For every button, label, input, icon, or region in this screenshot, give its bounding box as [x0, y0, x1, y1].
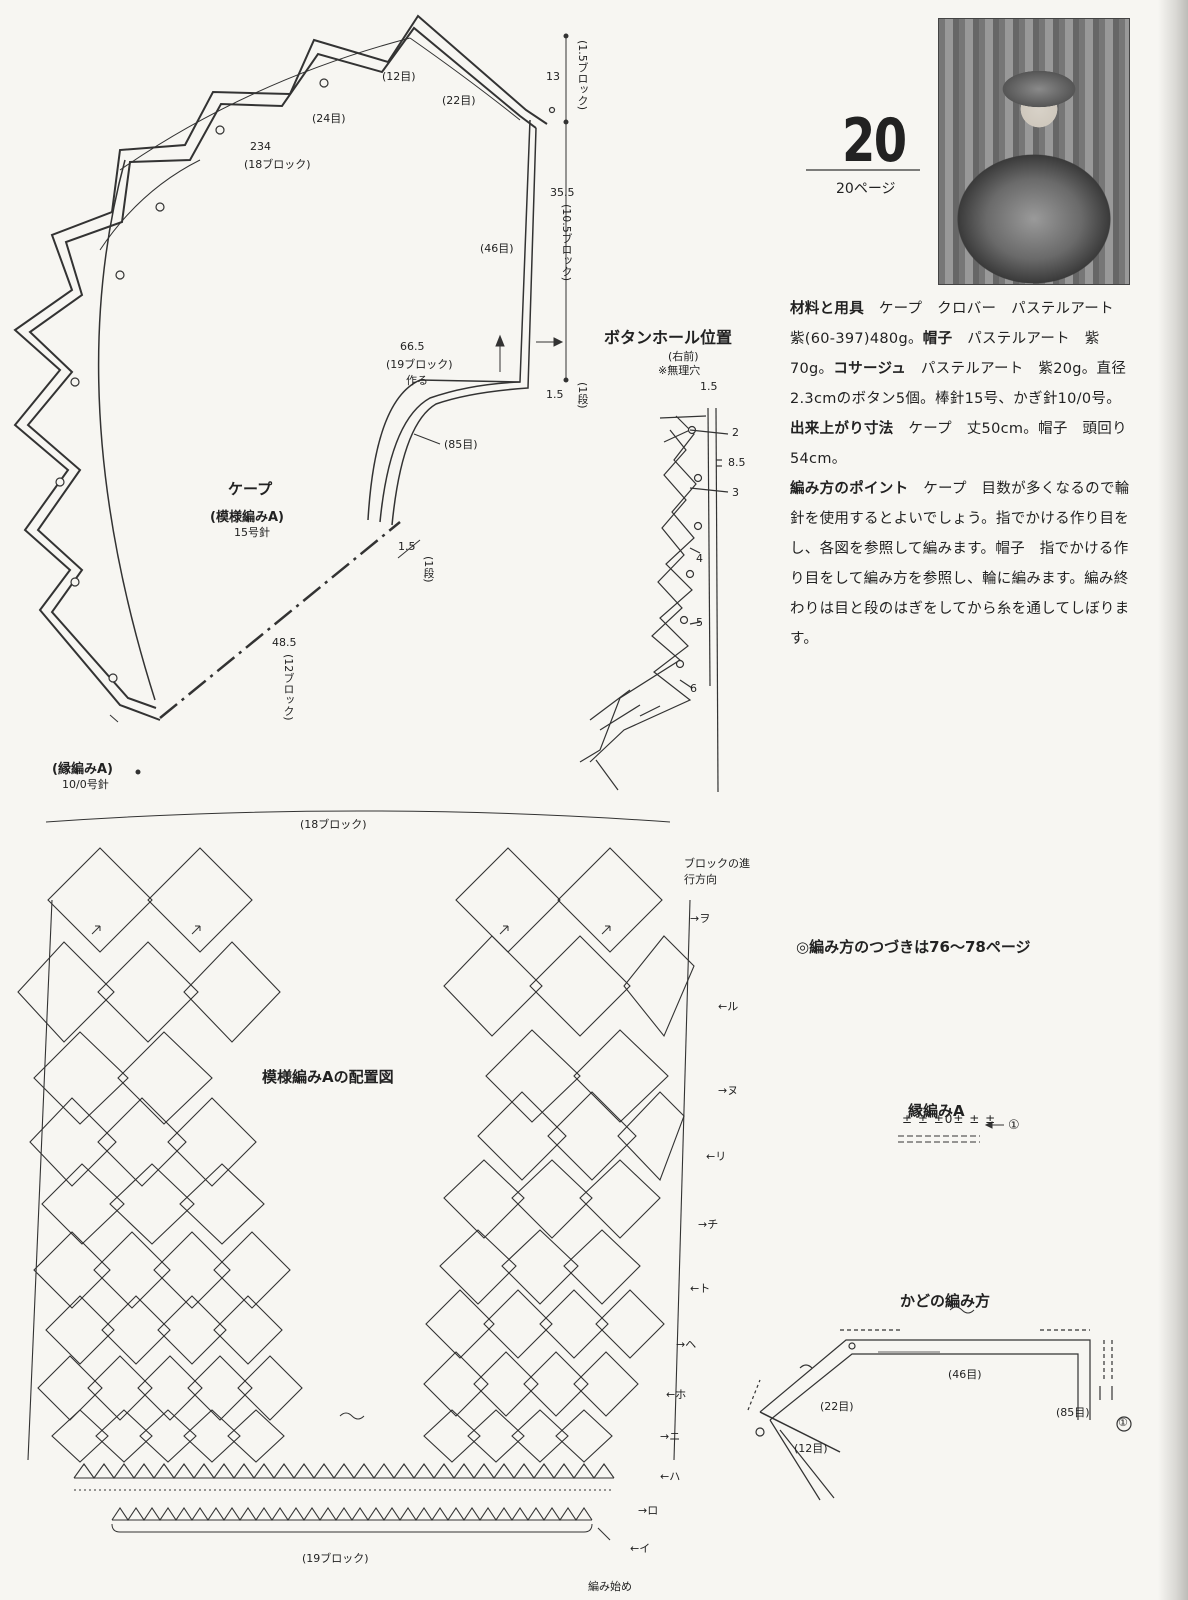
cape-dim-46: (46目) — [480, 242, 514, 255]
corner-dim-85: (85目) — [1056, 1406, 1090, 1419]
corner-circled: ① — [1118, 1416, 1128, 1429]
cape-outline — [13, 14, 548, 721]
corner-dim-12: (12目) — [794, 1442, 828, 1455]
buttonhole-number-2: 2 — [732, 426, 739, 439]
buttonhole-diagram — [579, 407, 729, 793]
layout-row-ha: ←ハ — [660, 1470, 681, 1483]
instructions-text: 材料と用具 ケープ クロバー パステルアート 紫(60-397)480g。帽子 … — [790, 294, 1130, 654]
cape-dim-234-blocks: (18ブロック) — [244, 158, 311, 171]
materials-text: ケープ クロバー パステルアート 紫(60-397)480g。 — [790, 301, 1129, 347]
cape-dim-665-note: 作る — [406, 374, 428, 387]
cape-dim-13: 13 — [546, 70, 560, 83]
cape-dim-13-blocks: (1.5ブロック) — [576, 40, 589, 111]
buttonhole-number-3: 3 — [732, 486, 739, 499]
cape-dim-15-a-rows: (1段) — [576, 382, 589, 409]
edging-a-stitches: ± ± ±0± ± ± — [902, 1112, 997, 1126]
size-heading: 出来上がり寸法 — [790, 421, 894, 437]
cape-dim-485-blocks: (12ブロック) — [282, 654, 295, 721]
points-heading: 編み方のポイント — [790, 481, 909, 497]
points-text: ケープ 目数が多くなるので輪針を使用するとよいでしょう。指でかける作り目をし、各… — [790, 481, 1130, 647]
cape-dim-15-a: 1.5 — [546, 388, 564, 401]
layout-row-to: ←ト — [690, 1282, 711, 1295]
corner-title: かどの編み方 — [900, 1292, 991, 1310]
layout-row-nu: →ヌ — [718, 1084, 739, 1097]
edging-a-circled: ① — [1008, 1118, 1020, 1133]
corner-diagram — [747, 1306, 1132, 1501]
buttonhole-side: (右前) — [668, 350, 699, 363]
page-reference: 20ページ — [836, 181, 896, 197]
cape-dim-485: 48.5 — [272, 636, 297, 649]
edging-a-title: 縁編みA — [908, 1102, 965, 1120]
cape-dots — [55, 78, 556, 683]
cape-dim-355-blocks: (10.5ブロック) — [560, 204, 573, 282]
layout-row-ri: ←リ — [706, 1150, 727, 1163]
size-text: ケープ 丈50cm。帽子 頭回り54cm。 — [790, 421, 1127, 467]
corsage-text: パステルアート 紫20g。直径2.3cmのボタン5個。棒針15号、かぎ針10/0… — [790, 361, 1127, 407]
materials-paragraph: 材料と用具 ケープ クロバー パステルアート 紫(60-397)480g。帽子 … — [790, 294, 1130, 414]
edging-label: (縁編みA) — [52, 762, 113, 777]
layout-start-label: 編み始め — [588, 1580, 632, 1593]
buttonhole-note: ※無理穴 — [658, 364, 701, 377]
layout-bottom-blocks: (19ブロック) — [302, 1552, 369, 1565]
hat-text: パステルアート 紫70g。 — [790, 331, 1100, 377]
corner-dim-22: (22目) — [820, 1400, 854, 1413]
corsage-heading: コサージュ — [833, 361, 907, 377]
layout-row-i: ←イ — [630, 1542, 651, 1555]
layout-direction-label: ブロックの進行方向 — [684, 857, 750, 886]
layout-row-ru: ←ル — [718, 1000, 739, 1013]
cape-dim-665-blocks: (19ブロック) — [386, 358, 453, 371]
model-photo — [938, 18, 1130, 285]
materials-heading: 材料と用具 — [790, 301, 864, 317]
layout-row-ni: →ニ — [660, 1430, 681, 1443]
cape-dim-665: 66.5 — [400, 340, 425, 353]
buttonhole-title: ボタンホール位置 — [604, 328, 733, 347]
buttonhole-dim-gap: 8.5 — [728, 456, 746, 469]
scan-edge-shadow — [1158, 0, 1188, 1600]
cape-dim-24: (24目) — [312, 112, 346, 125]
cape-dimension-right — [397, 33, 569, 559]
layout-top-blocks: (18ブロック) — [300, 818, 367, 831]
edging-a-symbol — [898, 1121, 1004, 1143]
layout-row-wo: →ヲ — [690, 912, 711, 925]
edging-needle: 10/0号針 — [62, 778, 109, 791]
cape-dim-15-b: 1.5 — [398, 540, 416, 553]
layout-title: 模様編みAの配置図 — [262, 1068, 394, 1086]
layout-diagram-shapes — [17, 810, 695, 1541]
size-paragraph: 出来上がり寸法 ケープ 丈50cm。帽子 頭回り54cm。 — [790, 414, 1130, 474]
cape-subtitle: (模様編みA) — [210, 510, 284, 525]
buttonhole-number-6: 6 — [690, 682, 697, 695]
cape-dim-22: (22目) — [442, 94, 476, 107]
cape-title: ケープ — [228, 480, 273, 498]
cape-dim-234: 234 — [250, 140, 271, 153]
cape-dim-355: 35.5 — [550, 186, 575, 199]
layout-row-he: →ヘ — [676, 1338, 697, 1351]
corner-dim-46: (46目) — [948, 1368, 982, 1381]
buttonhole-dim-top: 1.5 — [700, 380, 718, 393]
buttonhole-number-5: 5 — [696, 616, 703, 629]
cape-needle: 15号針 — [234, 526, 270, 539]
buttonhole-number-4: 4 — [696, 552, 703, 565]
layout-row-ho: ←ホ — [666, 1388, 687, 1401]
layout-diamond-arrows — [91, 925, 611, 935]
cape-dim-12: (12目) — [382, 70, 416, 83]
cape-dim-15-b-rows: (1段) — [422, 556, 435, 583]
continue-note: ◎編み方のつづきは76〜78ページ — [796, 938, 1031, 956]
hat-heading: 帽子 — [922, 331, 953, 347]
layout-row-ro: →ロ — [638, 1504, 659, 1517]
layout-row-chi: →チ — [698, 1218, 719, 1231]
points-paragraph: 編み方のポイント ケープ 目数が多くなるので輪針を使用するとよいでしょう。指でか… — [790, 474, 1130, 654]
cape-dim-85: (85目) — [444, 438, 478, 451]
page-number: 20 — [842, 106, 907, 176]
